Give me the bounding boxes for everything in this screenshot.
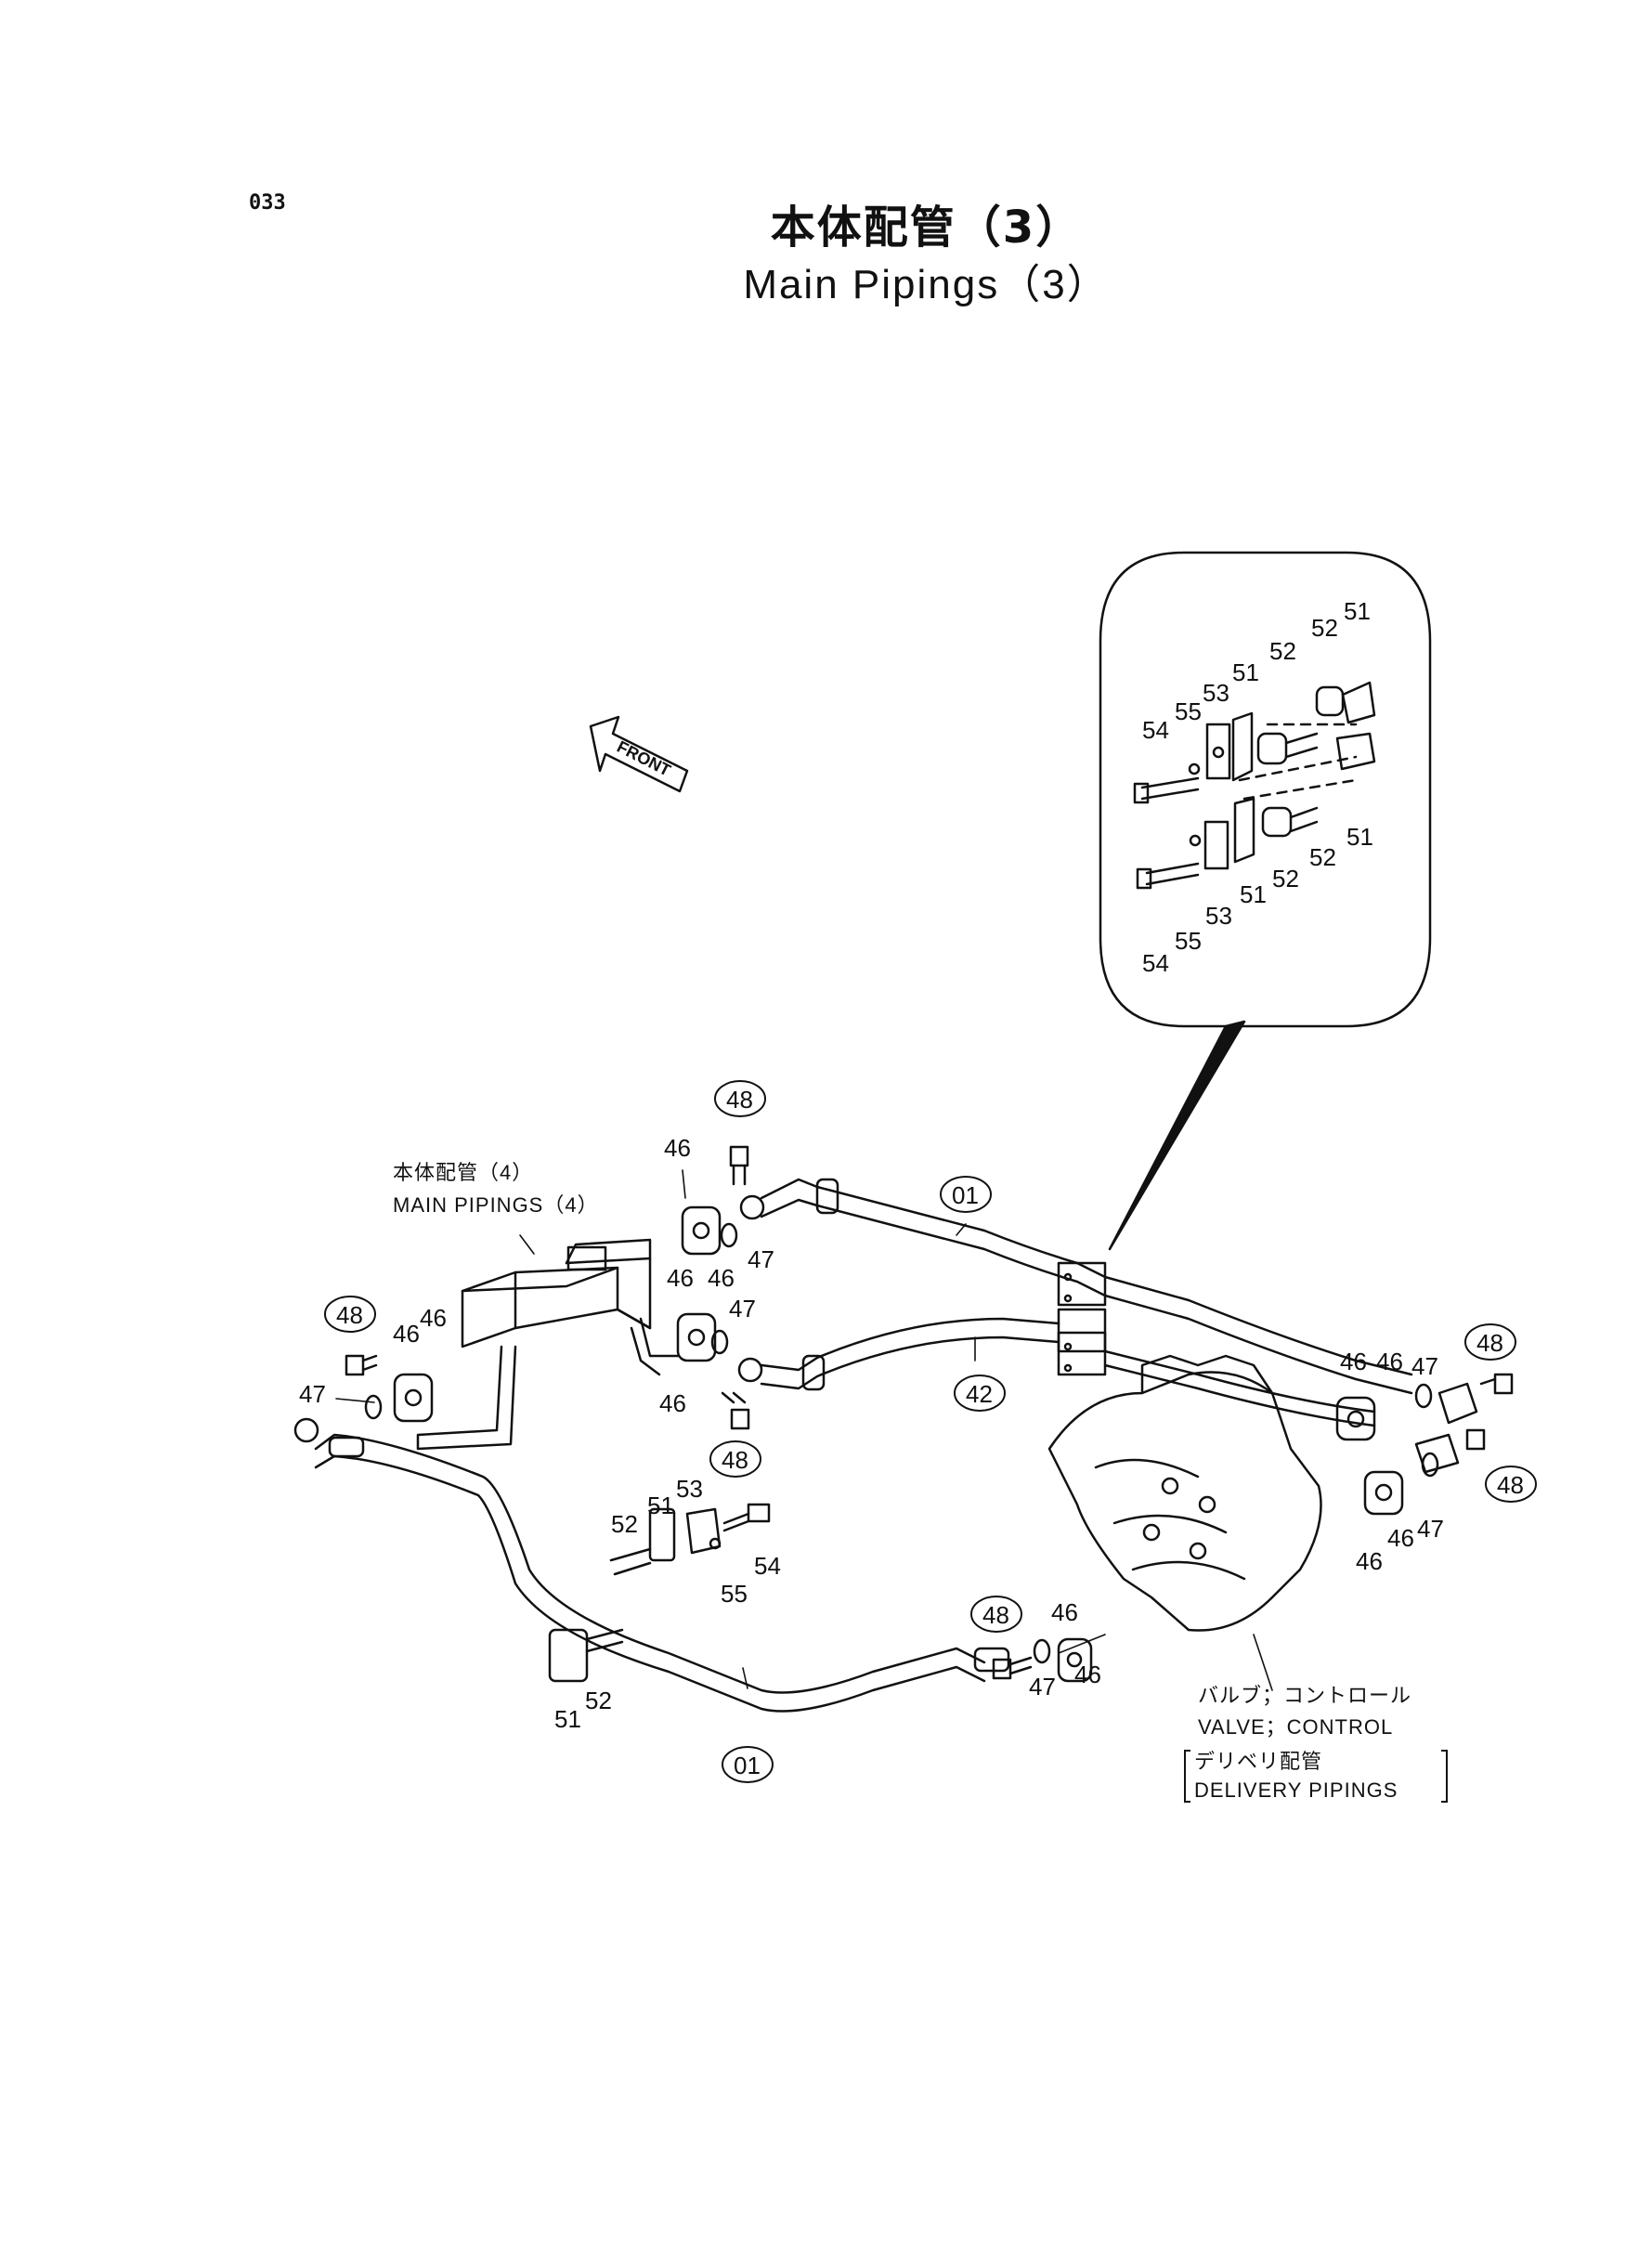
part-number: 46 [667,1264,694,1292]
note-delivery-jp: デリベリ配管 [1194,1750,1322,1773]
part-number: 46 [664,1134,691,1162]
pipe-01-lower [293,1417,1010,1713]
part-number: 52 [1311,614,1338,642]
detail-part-numbers: 51 52 52 51 53 55 54 51 52 52 51 53 55 5… [1142,597,1373,977]
part-number-circled: 48 [1476,1329,1503,1357]
part-number: 54 [1142,949,1169,977]
part-number: 47 [299,1380,326,1408]
part-number: 46 [1356,1547,1383,1575]
part-number: 47 [1417,1515,1444,1543]
part-number: 46 [659,1389,686,1417]
note-valve-jp: バルブ；コントロール [1198,1684,1411,1707]
part-number: 53 [1205,902,1232,930]
part-number: 52 [585,1687,612,1714]
control-valve [1047,1354,1322,1632]
part-number: 51 [1346,823,1373,851]
pipe-42 [737,1317,1376,1427]
flange-group [364,1205,1478,1683]
part-number-circled: 48 [336,1301,363,1329]
part-number: 53 [1203,679,1229,707]
page-title-japanese: 本体配管（3） [770,202,1083,254]
part-number: 46 [1340,1348,1367,1375]
page-number: 033 [249,191,286,215]
front-arrow [589,715,689,793]
part-number: 52 [1269,637,1296,665]
part-number: 51 [554,1705,581,1733]
part-number: 51 [1232,658,1259,686]
mounting-block [416,1238,680,1451]
part-number: 47 [729,1295,756,1322]
part-number: 52 [1309,843,1336,871]
part-number: 46 [393,1320,420,1348]
part-number: 46 [1051,1598,1078,1626]
part-number: 51 [1344,597,1371,625]
part-number: 46 [1387,1524,1414,1552]
part-number: 46 [420,1304,447,1332]
part-number-circled: 42 [966,1380,993,1408]
part-number-circled: 48 [1497,1471,1524,1499]
part-number-circled: 01 [952,1181,979,1209]
part-number: 46 [1074,1661,1101,1688]
part-number: 51 [1240,880,1267,908]
leader-lines [335,1169,1273,1691]
part-number: 55 [721,1580,748,1608]
part-number-circled: 48 [722,1446,748,1474]
part-number: 51 [647,1492,674,1519]
part-number: 55 [1175,927,1202,955]
note-main-pipings-4-en: MAIN PIPINGS（4） [393,1193,599,1217]
part-number: 52 [1272,865,1299,892]
part-number: 53 [676,1475,703,1503]
part-number-circled: 48 [726,1086,753,1114]
part-number: 54 [1142,716,1169,744]
pipe-01-upper [739,1178,1413,1395]
page-title-english: Main Pipings（3） [743,262,1110,307]
detail-clamp-assembly [1133,681,1376,890]
part-number: 47 [1029,1673,1056,1700]
part-number: 46 [1376,1348,1403,1375]
note-delivery-en: DELIVERY PIPINGS [1194,1778,1398,1802]
note-valve-en: VALVE；CONTROL [1198,1715,1393,1739]
part-number-circled: 01 [734,1752,761,1779]
part-number: 55 [1175,697,1202,725]
main-part-numbers: 48 46 46 47 01 46 47 46 48 42 48 46 46 4… [299,1080,1537,1783]
detail-pointer [1108,1020,1246,1251]
part-number: 47 [1411,1352,1438,1380]
part-number: 46 [708,1264,735,1292]
part-number-circled: 48 [982,1601,1009,1629]
part-number: 52 [611,1510,638,1538]
detail-bubble [1099,551,1432,1028]
part-number: 54 [754,1552,781,1580]
note-main-pipings-4-jp: 本体配管（4） [393,1161,533,1184]
part-number: 47 [748,1245,774,1273]
lower-clamp-assembly [548,1507,722,1683]
pipe-clamps [1057,1261,1107,1376]
bolt-group [345,1145,1514,1680]
